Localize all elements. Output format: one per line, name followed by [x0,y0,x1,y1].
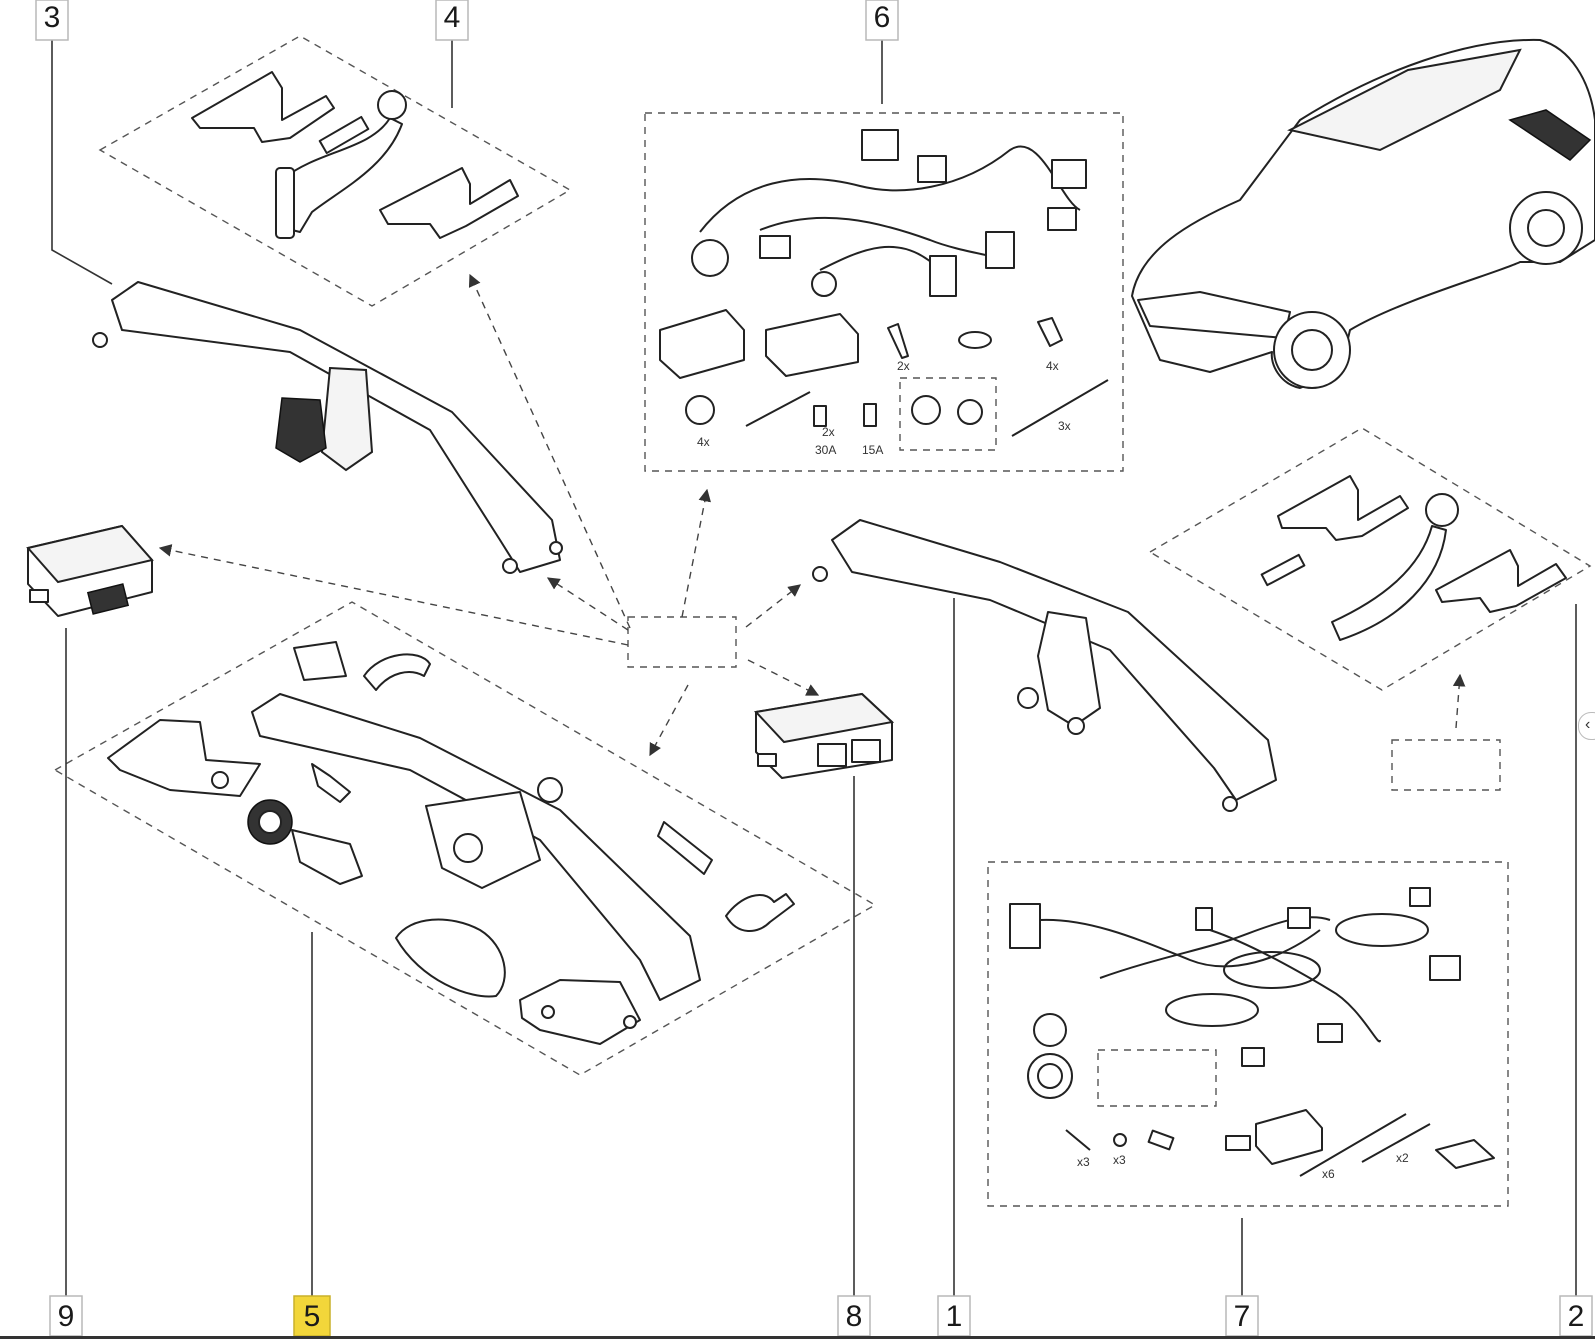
group-outline-2 [1148,427,1592,691]
kit-6-wiring-parts: 2x 4x 4x 2x 30A 15A 3x [659,129,1109,457]
callout-3[interactable]: 3 [35,0,69,41]
kit6-fuse-a-qty: 2x [822,425,835,439]
kit6-fuse-b-rating: 15A [862,443,883,457]
towbar-3 [92,281,563,574]
callout-4[interactable]: 4 [435,0,469,41]
group-outline-4 [98,35,572,307]
chevron-left-icon[interactable]: ‹ [1578,712,1595,740]
group-outline-5 [53,601,877,1076]
kit6-tie-qty: 3x [1058,419,1071,433]
kit6-bolt-qty: 4x [1046,359,1059,373]
kit6-grommet-qty: 4x [697,435,710,449]
callout-label: 6 [874,1,891,34]
kit7-tie-a-qty: x6 [1322,1167,1335,1181]
leader-lines [51,40,1577,1296]
callout-8[interactable]: 8 [837,1295,871,1337]
kit7-tie-b-qty: x2 [1396,1151,1409,1165]
bottom-divider [0,1336,1595,1339]
kit-2-towball-parts [1260,475,1567,641]
kit-4-towball-parts [191,71,519,239]
group-outline-7-inner [1097,1049,1217,1107]
callout-label: 2 [1568,1300,1585,1333]
group-outline-6-inner [899,377,997,451]
callout-9[interactable]: 9 [49,1295,83,1337]
kit-5-towbar-parts [107,641,795,1045]
module-9 [26,524,154,617]
kit6-screw-qty: 2x [897,359,910,373]
group-outline-6 [644,112,1124,472]
group-outline-7 [987,861,1509,1207]
module-8 [754,692,895,779]
center-reference-box [627,616,737,668]
callout-1[interactable]: 1 [937,1295,971,1337]
towbar-1 [812,519,1277,812]
right-reference-box [1391,739,1501,791]
center-arrows [158,273,1466,757]
callout-label: 5 [304,1300,321,1333]
callout-label: 4 [444,1,461,34]
kit7-nut-qty: x3 [1113,1153,1126,1167]
kit7-screw-qty: x3 [1077,1155,1090,1169]
callout-5[interactable]: 5 [293,1295,331,1337]
callout-label: 9 [58,1300,75,1333]
callout-label: 8 [846,1300,863,1333]
callout-label: 1 [946,1300,963,1333]
callout-label: 7 [1234,1300,1251,1333]
vehicle-illustration [1131,38,1595,389]
callout-label: 3 [44,1,61,34]
kit-7-wiring-parts: x3 x3 x6 x2 [1009,887,1495,1181]
callout-2[interactable]: 2 [1559,1295,1593,1337]
callout-6[interactable]: 6 [865,0,899,41]
kit6-fuse-a-rating: 30A [815,443,836,457]
callout-7[interactable]: 7 [1225,1295,1259,1337]
